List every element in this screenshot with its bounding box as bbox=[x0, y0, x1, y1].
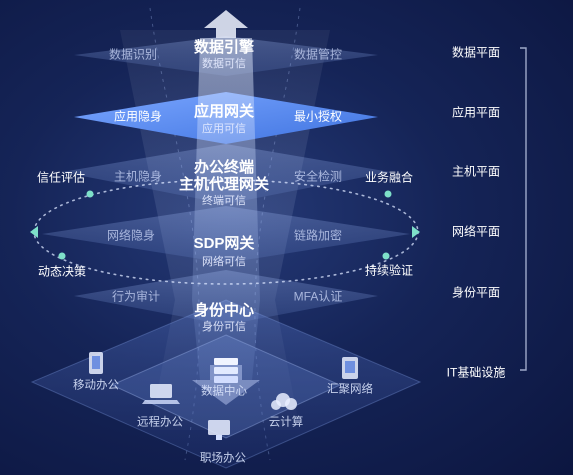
layer-bracket bbox=[520, 47, 527, 371]
data-right-label: 数据管控 bbox=[293, 47, 343, 62]
orbit-dot bbox=[86, 190, 94, 198]
app-left-label: 应用隐身 bbox=[113, 109, 163, 124]
id-left-label: 行为审计 bbox=[111, 289, 161, 304]
laptop-icon bbox=[142, 384, 180, 404]
central-shaft bbox=[192, 38, 260, 380]
network-plane-label: 网络平面 bbox=[451, 224, 501, 239]
data-layer-title: 数据引擎 bbox=[193, 38, 255, 56]
app-plane-label: 应用平面 bbox=[451, 105, 501, 120]
host-layer-title: 办公终端 bbox=[193, 158, 255, 176]
orbit-top-left-label: 信任评估 bbox=[36, 170, 86, 185]
id-layer-subtitle: 身份可信 bbox=[202, 320, 246, 333]
app-layer-title: 应用网关 bbox=[193, 102, 255, 120]
cloud-icon bbox=[271, 393, 297, 410]
infra-office-label: 职场办公 bbox=[200, 452, 246, 465]
net-layer-subtitle: 网络可信 bbox=[202, 255, 246, 268]
net-layer-title: SDP网关 bbox=[193, 234, 255, 252]
infra-cloud-label: 云计算 bbox=[268, 416, 304, 429]
data-layer-subtitle: 数据可信 bbox=[202, 57, 246, 70]
host-left-label: 主机隐身 bbox=[113, 169, 163, 184]
orbit-top-right-label: 业务融合 bbox=[364, 170, 414, 185]
down-arrow-icon bbox=[192, 365, 260, 405]
up-arrow-icon bbox=[204, 10, 248, 38]
infra-remote-label: 远程办公 bbox=[137, 416, 183, 429]
app-right-label: 最小授权 bbox=[293, 109, 343, 124]
host-layer-subtitle: 终端可信 bbox=[202, 194, 246, 207]
data-left-label: 数据识别 bbox=[108, 47, 158, 62]
net-left-label: 网络隐身 bbox=[106, 228, 156, 243]
id-layer-title: 身份中心 bbox=[193, 301, 255, 319]
app-layer-subtitle: 应用可信 bbox=[202, 122, 246, 135]
host-right-label: 安全检测 bbox=[293, 169, 343, 184]
orbit-dot bbox=[58, 252, 66, 260]
orbit-dot bbox=[384, 190, 392, 198]
host-layer-title-2: 主机代理网关 bbox=[178, 175, 270, 193]
infra-mobile-label: 移动办公 bbox=[73, 379, 119, 392]
orbit-dot bbox=[382, 252, 390, 260]
orbit-arrow-right-icon bbox=[412, 226, 420, 238]
server-icon bbox=[214, 358, 238, 383]
infra-network-label: 汇聚网络 bbox=[327, 383, 373, 396]
network-icon bbox=[342, 357, 358, 379]
infra-plane-label: IT基础设施 bbox=[446, 365, 506, 380]
id-right-label: MFA认证 bbox=[293, 289, 343, 304]
net-right-label: 链路加密 bbox=[293, 228, 343, 243]
phone-icon bbox=[89, 352, 103, 374]
orbit-bottom-right-label: 持续验证 bbox=[364, 263, 414, 278]
host-plane-label: 主机平面 bbox=[451, 164, 501, 179]
data-plane-label: 数据平面 bbox=[451, 45, 501, 60]
orbit-bottom-left-label: 动态决策 bbox=[37, 264, 87, 279]
identity-plane-label: 身份平面 bbox=[451, 285, 501, 300]
orbit-arrow-left-icon bbox=[30, 226, 38, 238]
infra-plate-inner bbox=[110, 334, 342, 439]
desktop-icon bbox=[208, 420, 230, 440]
infra-datacenter-label: 数据中心 bbox=[201, 385, 247, 398]
